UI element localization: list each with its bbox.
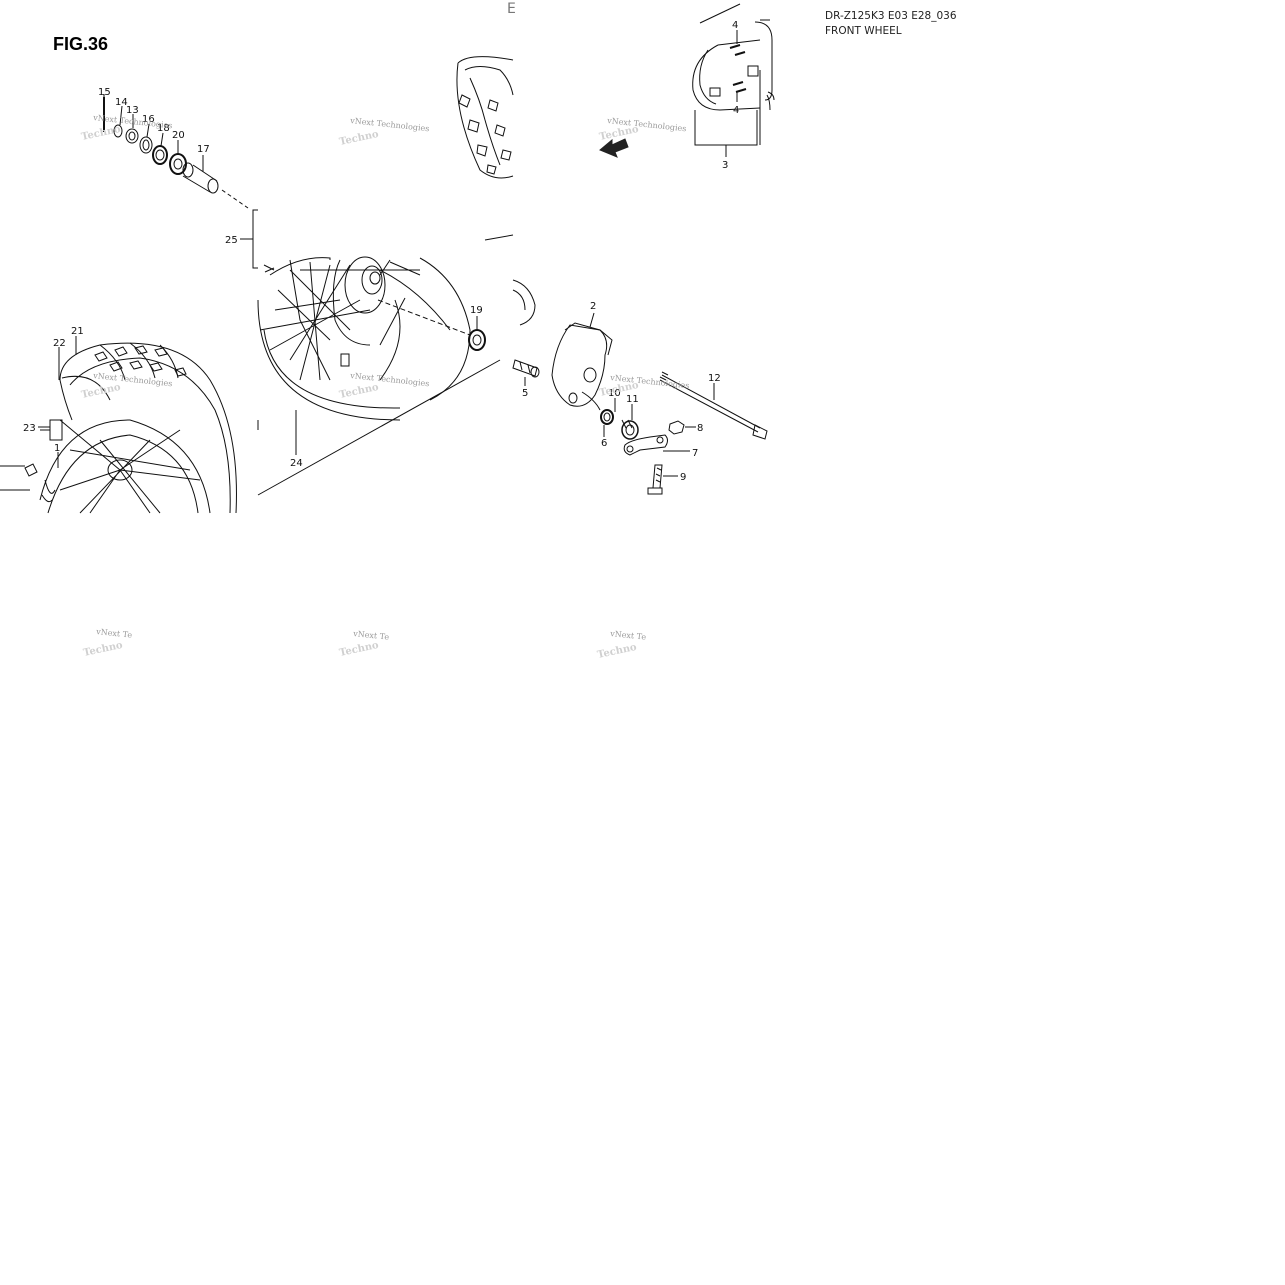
wear-indicator-11[interactable] xyxy=(621,419,639,440)
forward-direction-arrow xyxy=(599,138,629,158)
callout-13: 13 xyxy=(126,105,139,116)
watermark-bg: Techno xyxy=(82,640,124,659)
brake-cam-shaft[interactable] xyxy=(512,359,540,378)
bearing-19[interactable] xyxy=(468,329,486,351)
watermark-truncated: vNext Te xyxy=(609,629,647,642)
watermark-bg: Techno xyxy=(338,129,380,148)
callout-9: 9 xyxy=(680,472,686,483)
callout-19: 19 xyxy=(470,305,483,316)
callout-2: 2 xyxy=(590,301,596,312)
figure-title: FIG.36 xyxy=(53,34,109,54)
seal-washer-6[interactable] xyxy=(600,409,614,425)
callout-15: 15 xyxy=(98,87,111,98)
watermark-truncated: vNext Te xyxy=(352,629,390,642)
section-title: FRONT WHEEL xyxy=(825,25,902,37)
callout-18: 18 xyxy=(157,123,170,134)
tire-tread-upper[interactable] xyxy=(456,56,514,179)
brake-cam-lever-7[interactable] xyxy=(623,434,668,456)
callout-5: 5 xyxy=(522,388,528,399)
callout-4-top: 4 xyxy=(732,20,738,31)
watermark-bg: Techno xyxy=(80,382,122,401)
callout-3: 3 xyxy=(722,160,728,171)
watermark-bg: Techno xyxy=(338,640,380,659)
model-code: DR-Z125K3 E03 E28_036 xyxy=(825,10,957,22)
axle-spacer-stack[interactable] xyxy=(103,97,249,209)
nut-8[interactable] xyxy=(668,420,685,435)
callout-20: 20 xyxy=(172,130,185,141)
watermark-truncated: vNext Te xyxy=(95,627,133,640)
watermark-bg: Techno xyxy=(80,124,122,143)
brake-panel[interactable] xyxy=(512,279,613,411)
watermark-bg: Techno xyxy=(596,642,638,661)
callout-7: 7 xyxy=(692,448,698,459)
callout-4-bottom: 4 xyxy=(733,105,739,116)
watermark: vNext Technologies xyxy=(349,116,430,133)
callout-17: 17 xyxy=(197,144,210,155)
callout-22: 22 xyxy=(53,338,66,349)
callout-11: 11 xyxy=(626,394,639,405)
wheel-hub-center[interactable] xyxy=(257,234,514,496)
watermark-bg: Techno xyxy=(338,382,380,401)
callout-1: 1 xyxy=(54,443,60,454)
front-wheel-assembly[interactable] xyxy=(0,342,237,514)
callout-14: 14 xyxy=(115,97,128,108)
callout-25: 25 xyxy=(225,235,238,246)
edge-mark: E xyxy=(507,1,516,17)
callout-6: 6 xyxy=(601,438,607,449)
callout-24: 24 xyxy=(290,458,303,469)
callout-12: 12 xyxy=(708,373,721,384)
callout-21: 21 xyxy=(71,326,84,337)
bolt-9[interactable] xyxy=(647,464,663,495)
front-axle-12[interactable] xyxy=(659,370,768,440)
callout-23: 23 xyxy=(23,423,36,434)
callout-10: 10 xyxy=(608,388,621,399)
callout-16: 16 xyxy=(142,114,155,125)
callout-8: 8 xyxy=(697,423,703,434)
